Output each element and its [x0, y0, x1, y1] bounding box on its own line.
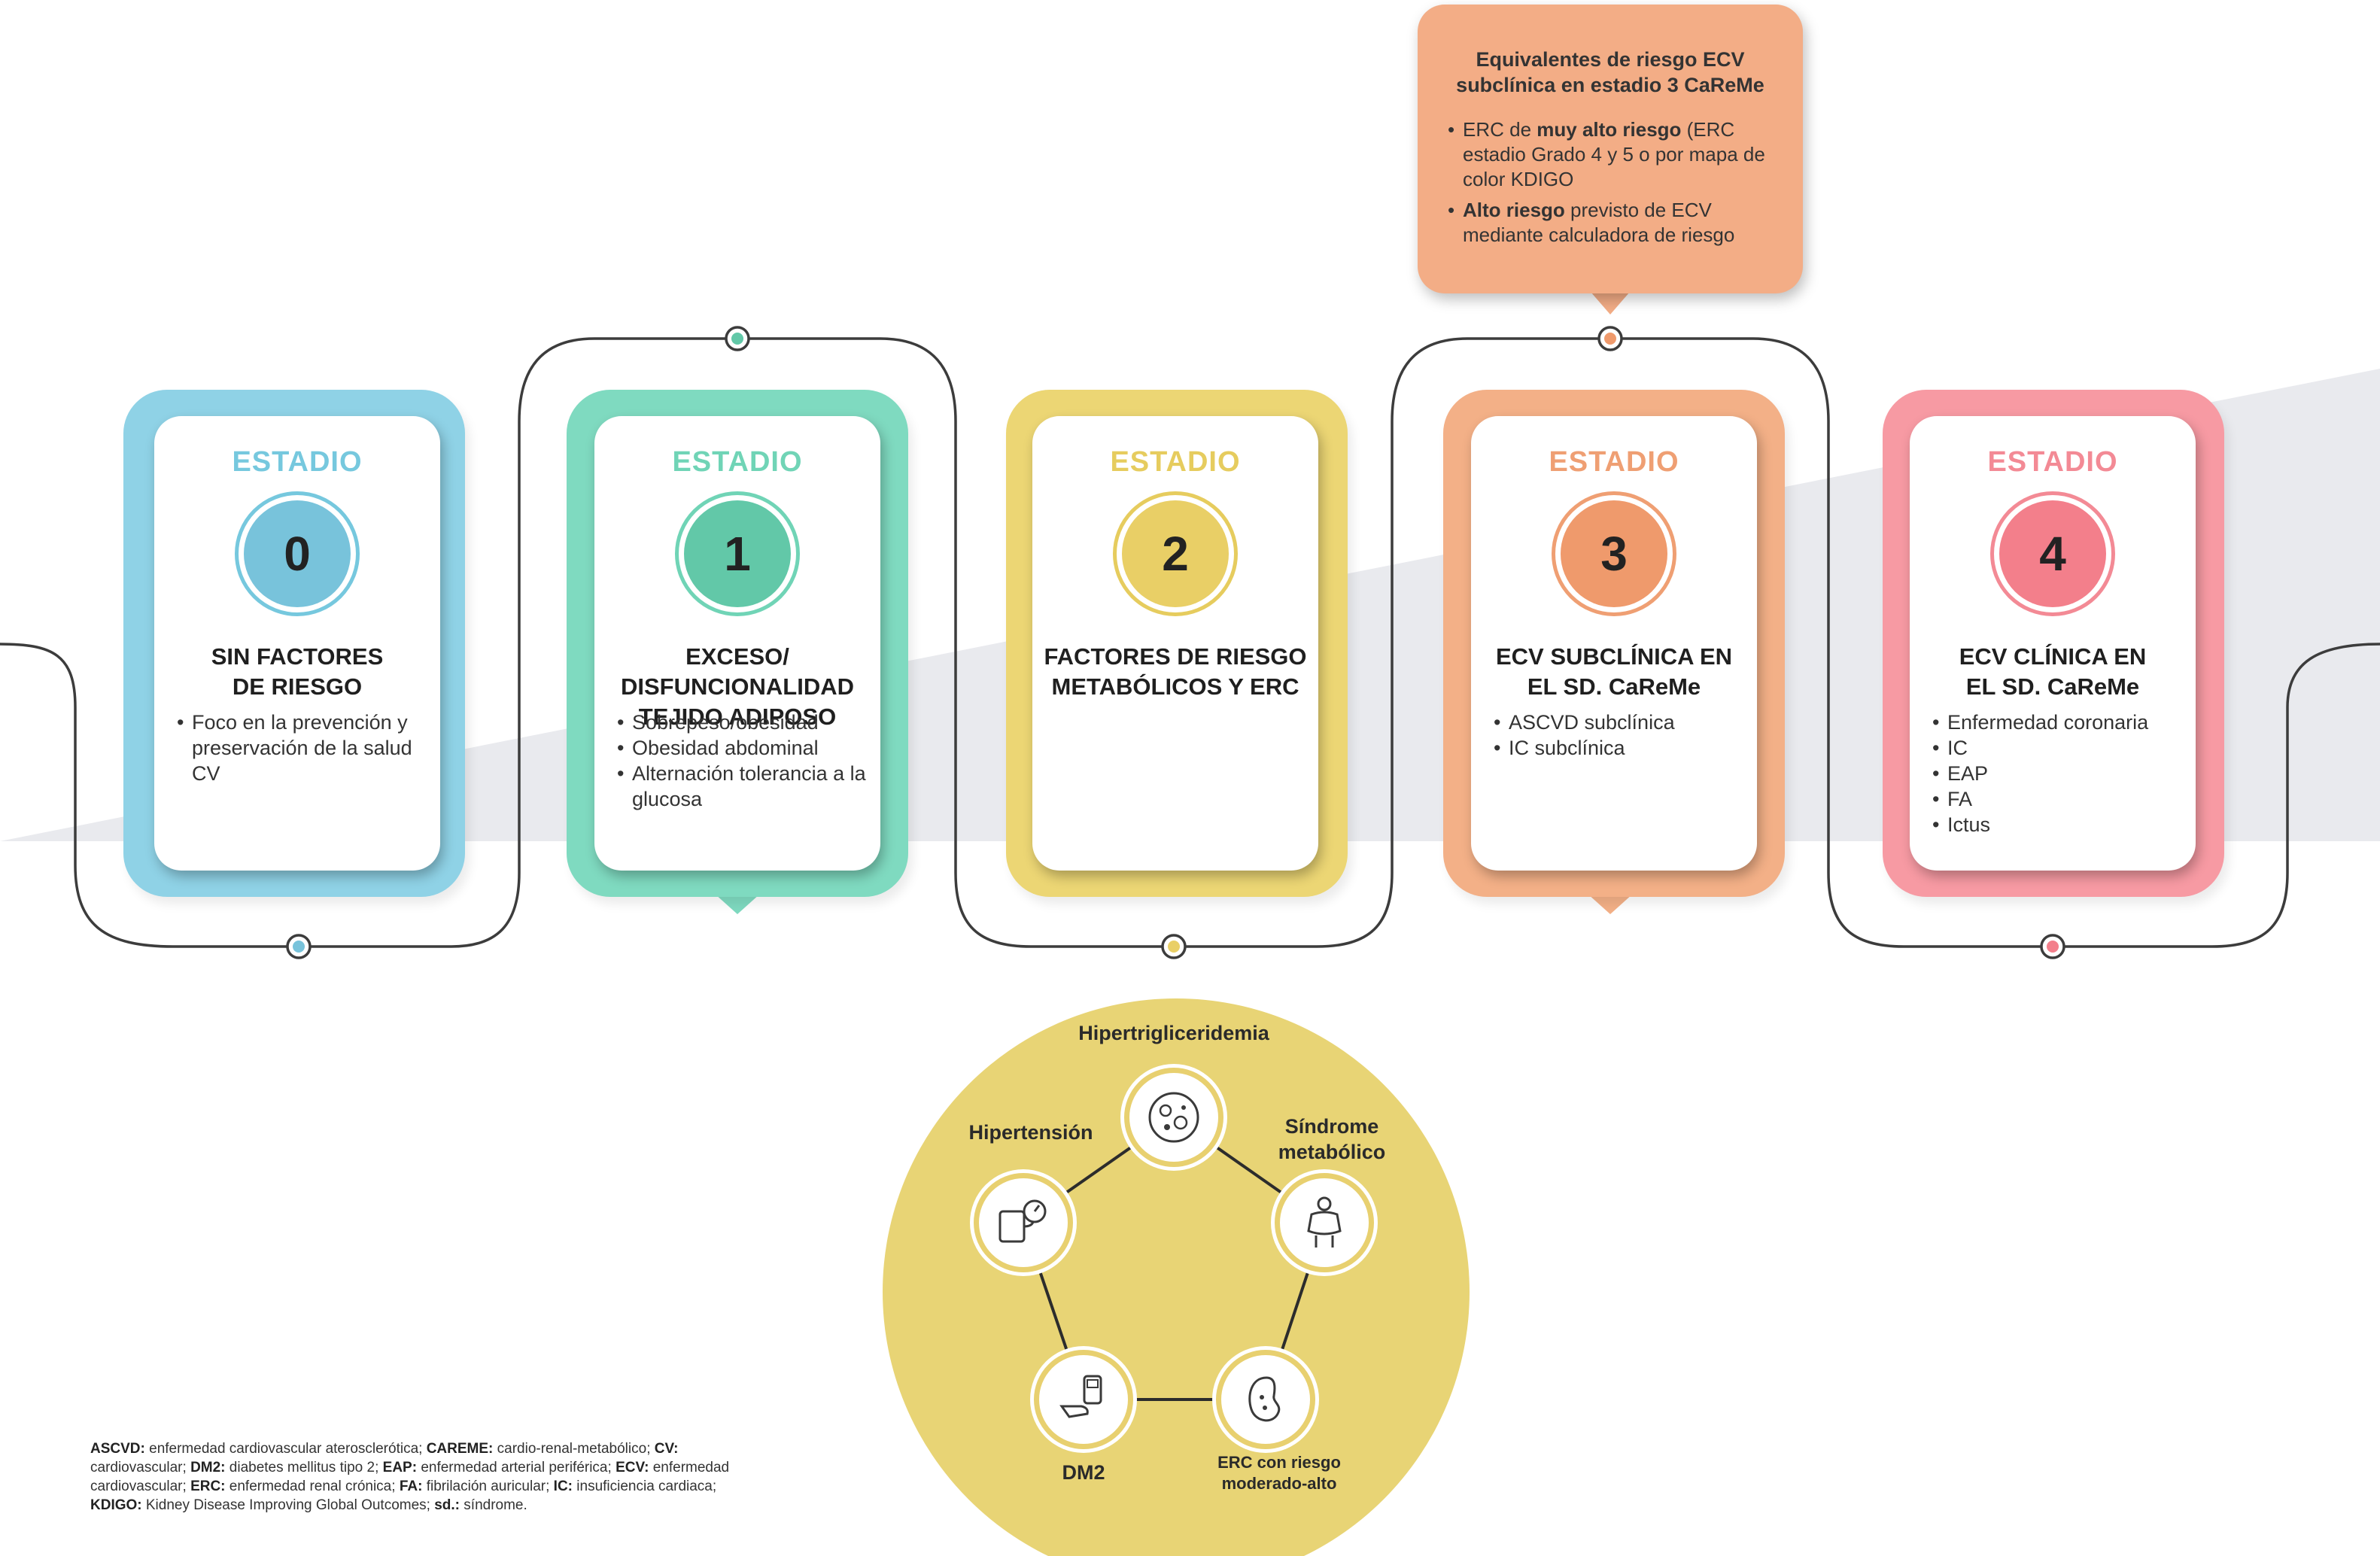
- stage-title-line: EL SD. CaReMe: [1527, 673, 1701, 700]
- stage1-pointer: [715, 894, 760, 914]
- stage-number: 1: [684, 500, 791, 607]
- callout-items: ERC de muy alto riesgo (ERC estadio Grad…: [1448, 117, 1773, 248]
- stage-title: ECV SUBCLÍNICA EN EL SD. CaReMe: [1471, 642, 1757, 702]
- stage-2-card: ESTADIO 2 FACTORES DE RIESGO METABÓLICOS…: [1032, 416, 1318, 871]
- stage-number-ring: 2: [1113, 491, 1238, 616]
- stage-label: ESTADIO: [232, 446, 363, 478]
- path-dot-4: [2040, 934, 2065, 959]
- blood-pressure-icon: [974, 1173, 1073, 1272]
- stage-label: ESTADIO: [1987, 446, 2118, 478]
- list-item: Ictus: [1931, 812, 2184, 837]
- stage-3-card: ESTADIO 3 ECV SUBCLÍNICA EN EL SD. CaReM…: [1471, 416, 1757, 871]
- callout-item: ERC de muy alto riesgo (ERC estadio Grad…: [1448, 117, 1773, 192]
- stage-label: ESTADIO: [672, 446, 803, 478]
- stage-items: Enfermedad coronaria IC EAP FA Ictus: [1931, 710, 2184, 837]
- stage-number-ring: 3: [1552, 491, 1676, 616]
- list-item: EAP: [1931, 761, 2184, 786]
- callout-item: Alto riesgo previsto de ECV mediante cal…: [1448, 198, 1773, 248]
- stage-label: ESTADIO: [1110, 446, 1241, 478]
- stage-number: 2: [1122, 500, 1229, 607]
- progression-path: [0, 337, 2380, 948]
- stage-title: ECV CLÍNICA EN EL SD. CaReMe: [1910, 642, 2196, 702]
- list-item: Enfermedad coronaria: [1931, 710, 2184, 735]
- stage-1-card: ESTADIO 1 EXCESO/ DISFUNCIONALIDAD TEJID…: [594, 416, 880, 871]
- body-icon: [1275, 1173, 1374, 1272]
- abbreviations-footnote: ASCVD: enfermedad cardiovascular aterosc…: [90, 1441, 730, 1513]
- stage-number-ring: 1: [675, 491, 800, 616]
- stage-title: SIN FACTORES DE RIESGO: [154, 642, 440, 702]
- node-dm2: DM2: [1062, 1461, 1105, 1484]
- path-dot-0: [286, 934, 312, 959]
- node-sindrome-metabolico: Síndrome metabólico: [1278, 1115, 1386, 1163]
- stage-title-line: SIN FACTORES: [211, 643, 384, 670]
- stage-number-ring: 0: [235, 491, 360, 616]
- list-item: IC: [1931, 735, 2184, 761]
- node-hipertension: Hipertensión: [968, 1121, 1093, 1144]
- path-dot-3: [1597, 326, 1623, 351]
- stage-number: 3: [1561, 500, 1667, 607]
- stage-items: Sobrepeso/obesidad Obesidad abdominal Al…: [616, 710, 868, 812]
- stage-label: ESTADIO: [1549, 446, 1679, 478]
- path-dot-2: [1161, 934, 1187, 959]
- stage-0-card: ESTADIO 0 SIN FACTORES DE RIESGO Foco en…: [154, 416, 440, 871]
- list-item: Alternación tolerancia a la glucosa: [616, 761, 868, 812]
- stage-number: 4: [1999, 500, 2106, 607]
- stage-3-callout: Equivalentes de riesgo ECV subclínica en…: [1418, 5, 1803, 293]
- node-hipertrigliceridemia: Hipertrigliceridemia: [1078, 1022, 1269, 1044]
- callout-title: Equivalentes de riesgo ECV subclínica en…: [1456, 48, 1764, 96]
- stage-title-line: EXCESO/: [685, 643, 789, 670]
- stage3-pointer: [1588, 894, 1633, 914]
- stage-title-line: METABÓLICOS Y ERC: [1051, 673, 1299, 700]
- callout-pointer: [1591, 292, 1630, 315]
- glucometer-icon: [1034, 1350, 1133, 1449]
- stage-title-line: ECV CLÍNICA EN: [1959, 643, 2147, 670]
- list-item: Obesidad abdominal: [616, 735, 868, 761]
- stage-title: FACTORES DE RIESGO METABÓLICOS Y ERC: [1032, 642, 1318, 702]
- list-item: IC subclínica: [1492, 735, 1745, 761]
- stage-title-line: DISFUNCIONALIDAD: [621, 673, 854, 700]
- stage-title-line: ECV SUBCLÍNICA EN: [1495, 643, 1733, 670]
- stage-4-card: ESTADIO 4 ECV CLÍNICA EN EL SD. CaReMe E…: [1910, 416, 2196, 871]
- list-item: ASCVD subclínica: [1492, 710, 1745, 735]
- stage-title-line: EL SD. CaReMe: [1965, 673, 2140, 700]
- risk-factor-disc: [883, 998, 1470, 1556]
- list-item: Sobrepeso/obesidad: [616, 710, 868, 735]
- stage-items: ASCVD subclínica IC subclínica: [1492, 710, 1745, 761]
- node-erc-riesgo: ERC con riesgo moderado-alto: [1217, 1453, 1341, 1493]
- stage-items: Foco en la prevención y preservación de …: [175, 710, 428, 786]
- stage-title-line: FACTORES DE RIESGO: [1044, 643, 1307, 670]
- bacteria-icon: [1124, 1068, 1223, 1167]
- list-item: FA: [1931, 786, 2184, 812]
- stage-number-ring: 4: [1990, 491, 2115, 616]
- path-dot-1: [725, 326, 750, 351]
- list-item: Foco en la prevención y preservación de …: [175, 710, 428, 786]
- kidney-icon: [1216, 1350, 1315, 1449]
- stage-title-line: DE RIESGO: [232, 673, 363, 700]
- stage-number: 0: [244, 500, 351, 607]
